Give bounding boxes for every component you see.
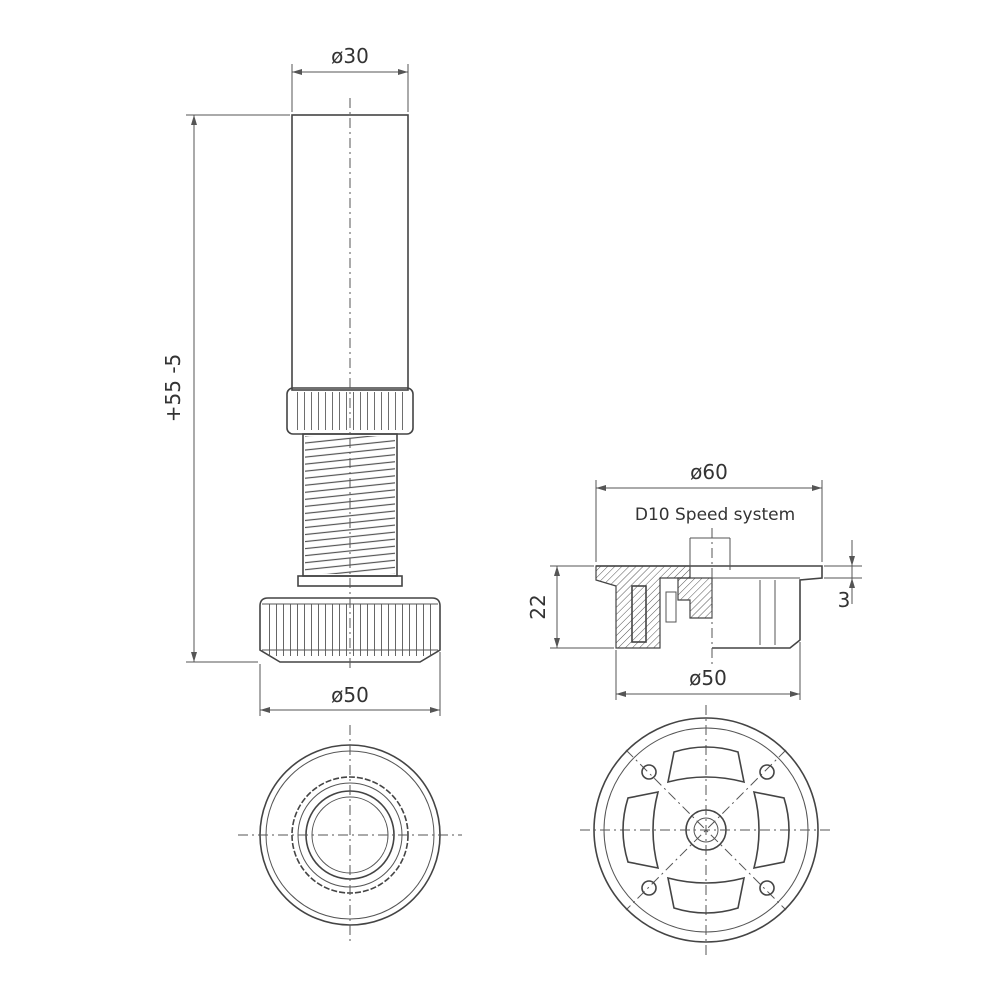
- dim-socket-top-diameter-label: ø60: [690, 460, 728, 484]
- socket-system-label: D10 Speed system: [635, 505, 795, 525]
- leg-foot: [259, 597, 441, 663]
- dim-foot-diameter-label: ø50: [331, 683, 369, 707]
- dim-socket-bottom-diameter-label: ø50: [689, 666, 727, 690]
- dim-socket-height: 22: [526, 565, 614, 649]
- dim-height-range: +55 -5: [161, 114, 290, 663]
- dim-foot-diameter: ø50: [259, 652, 441, 716]
- socket-slots: [622, 746, 790, 914]
- socket-body: [596, 565, 823, 649]
- dim-flange-thickness-label: 3: [838, 588, 851, 612]
- leg-side-view: ø30 +55 -5 ø50: [161, 44, 441, 716]
- dim-post-diameter: ø30: [291, 44, 409, 112]
- leg-foot-ribs: [264, 604, 436, 656]
- dim-flange-thickness: 3: [824, 540, 862, 612]
- socket-section-view: ø60 D10 Speed system 22 3: [526, 460, 862, 700]
- leg-top-view: [238, 725, 462, 945]
- socket-bottom-view: [580, 705, 832, 955]
- dim-socket-height-label: 22: [526, 594, 550, 619]
- dim-height-range-label: +55 -5: [161, 354, 185, 423]
- dim-post-diameter-label: ø30: [331, 44, 369, 68]
- socket-screw-holes: [641, 764, 775, 896]
- leg-tube: [291, 114, 409, 391]
- dim-socket-top-diameter: ø60: [595, 460, 823, 562]
- dim-socket-bottom-diameter: ø50: [615, 642, 801, 700]
